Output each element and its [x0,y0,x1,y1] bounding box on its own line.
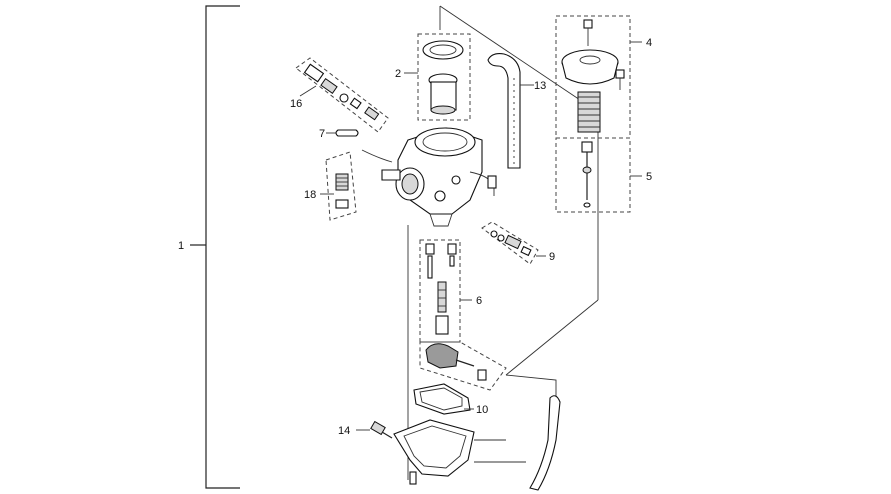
part-13-hose [487,53,534,169]
callout-2: 2 [395,68,401,80]
callout-13: 13 [534,80,546,92]
part-4-group [555,15,642,139]
assembly-bracket [190,5,240,489]
callout-18: 18 [304,189,316,201]
callout-7: 7 [319,128,325,140]
callout-1: 1 [178,240,184,252]
part-6-group [419,239,472,343]
callout-5: 5 [646,171,652,183]
callout-4: 4 [646,37,652,49]
part-14-screw [356,420,393,439]
drain-hose [474,374,561,491]
float-bowl [393,419,506,485]
spring [577,91,601,133]
carburetor-body [361,127,497,227]
float-group [419,341,507,391]
part-5-group [555,137,642,213]
intake-bore [395,167,425,201]
part-2-group [404,33,471,121]
callout-labels: 1 2 4 5 6 7 9 10 13 14 16 18 [178,37,652,437]
part-16-group [295,57,389,133]
callout-14: 14 [338,425,350,437]
part-9-group [481,221,546,265]
callout-6: 6 [476,295,482,307]
callout-10: 10 [476,404,488,416]
callout-16: 16 [290,98,302,110]
part-18-group [320,151,357,221]
part-10-gasket [413,383,474,415]
part-7-clip [326,129,359,137]
callout-9: 9 [549,251,555,263]
